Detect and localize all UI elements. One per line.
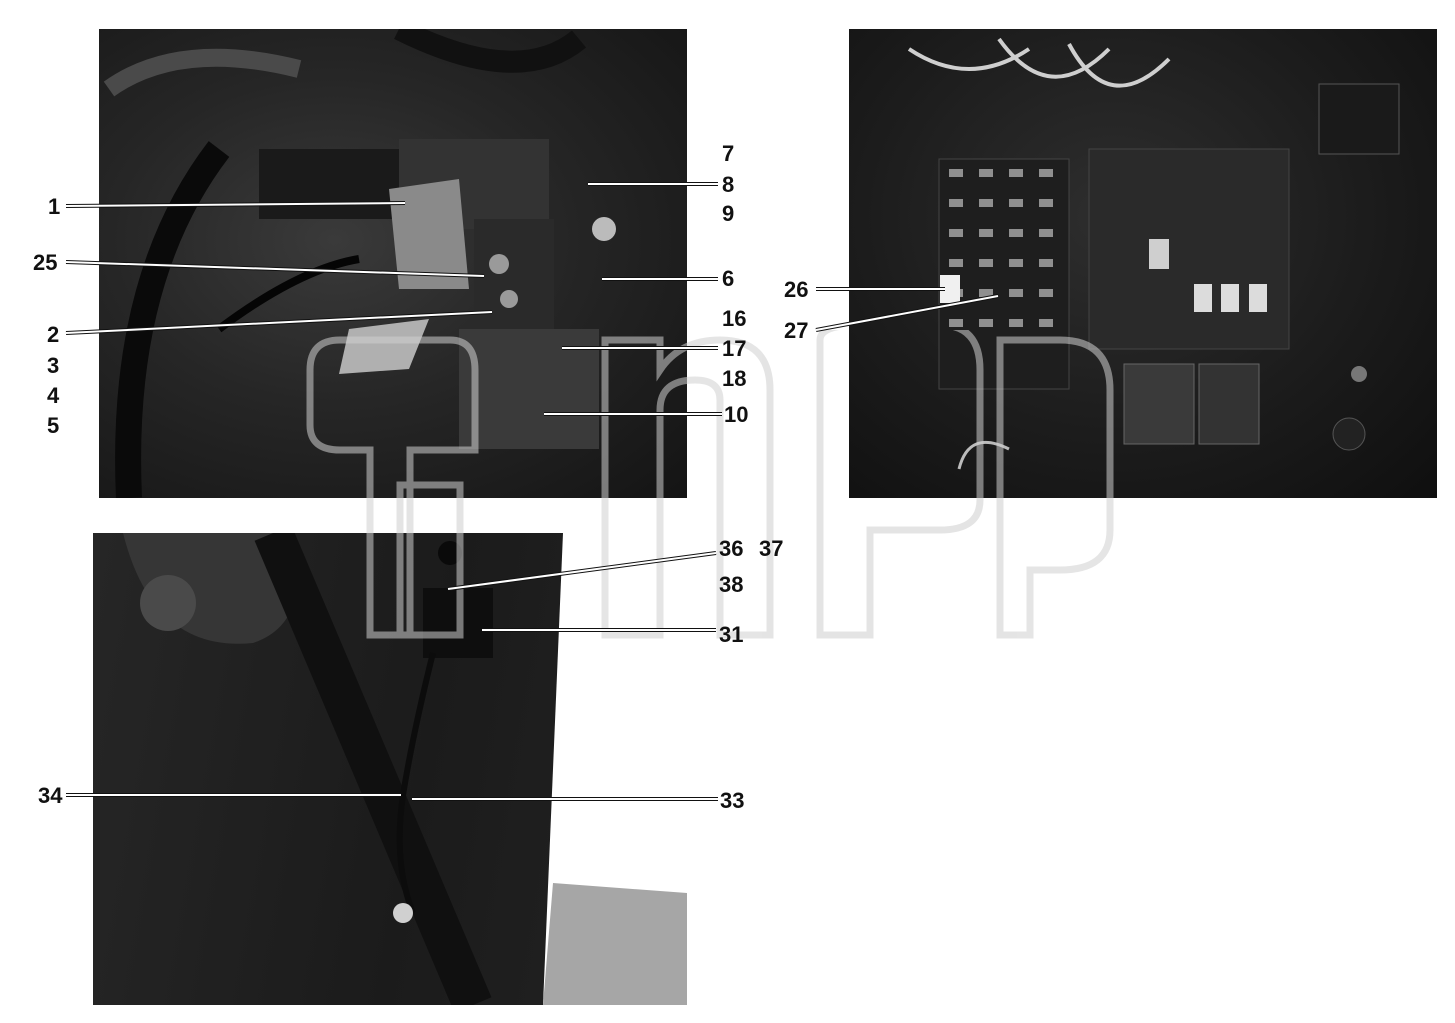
callout-34: 34 — [38, 783, 63, 808]
callout-26: 26 — [784, 277, 809, 302]
callout-2: 2 — [47, 322, 60, 347]
callout-37: 37 — [759, 536, 784, 561]
callout-5: 5 — [47, 413, 60, 438]
callout-33: 33 — [720, 788, 745, 813]
callout-4: 4 — [47, 383, 60, 408]
callout-38: 38 — [719, 572, 744, 597]
cab-lower-photo — [93, 533, 687, 1005]
callout-8: 8 — [722, 172, 735, 197]
callout-9: 9 — [722, 201, 735, 226]
callout-10: 10 — [724, 402, 749, 427]
callout-25: 25 — [33, 250, 58, 275]
callout-18: 18 — [722, 366, 747, 391]
fuse-box-photo — [849, 29, 1437, 498]
callout-16: 16 — [722, 306, 747, 331]
engine-bay-photo — [99, 29, 687, 498]
callout-27: 27 — [784, 318, 809, 343]
callout-31: 31 — [719, 622, 744, 647]
callout-3: 3 — [47, 353, 60, 378]
callout-17: 17 — [722, 336, 747, 361]
callout-36: 36 — [719, 536, 744, 561]
callout-1: 1 — [48, 194, 61, 219]
callout-7: 7 — [722, 141, 735, 166]
callout-6: 6 — [722, 266, 735, 291]
